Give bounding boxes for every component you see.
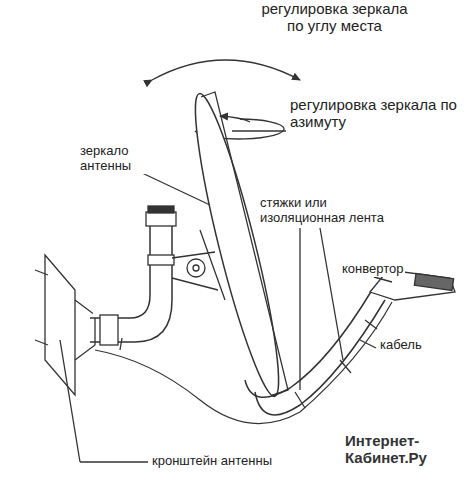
adjust-label: регулировка зеркала по углу места xyxy=(250,0,419,35)
part-label: стяжки или изоляционная лента xyxy=(258,196,412,226)
part-label: кабель xyxy=(378,338,424,353)
watermark: Интернет-Кабинет.Ру xyxy=(345,432,465,467)
part-label: кронштейн антенны xyxy=(150,454,274,469)
part-label: конвертор xyxy=(340,262,405,277)
part-label: зеркало антенны xyxy=(78,144,152,174)
adjust-label: регулировка зеркала по азимуту xyxy=(288,96,467,131)
